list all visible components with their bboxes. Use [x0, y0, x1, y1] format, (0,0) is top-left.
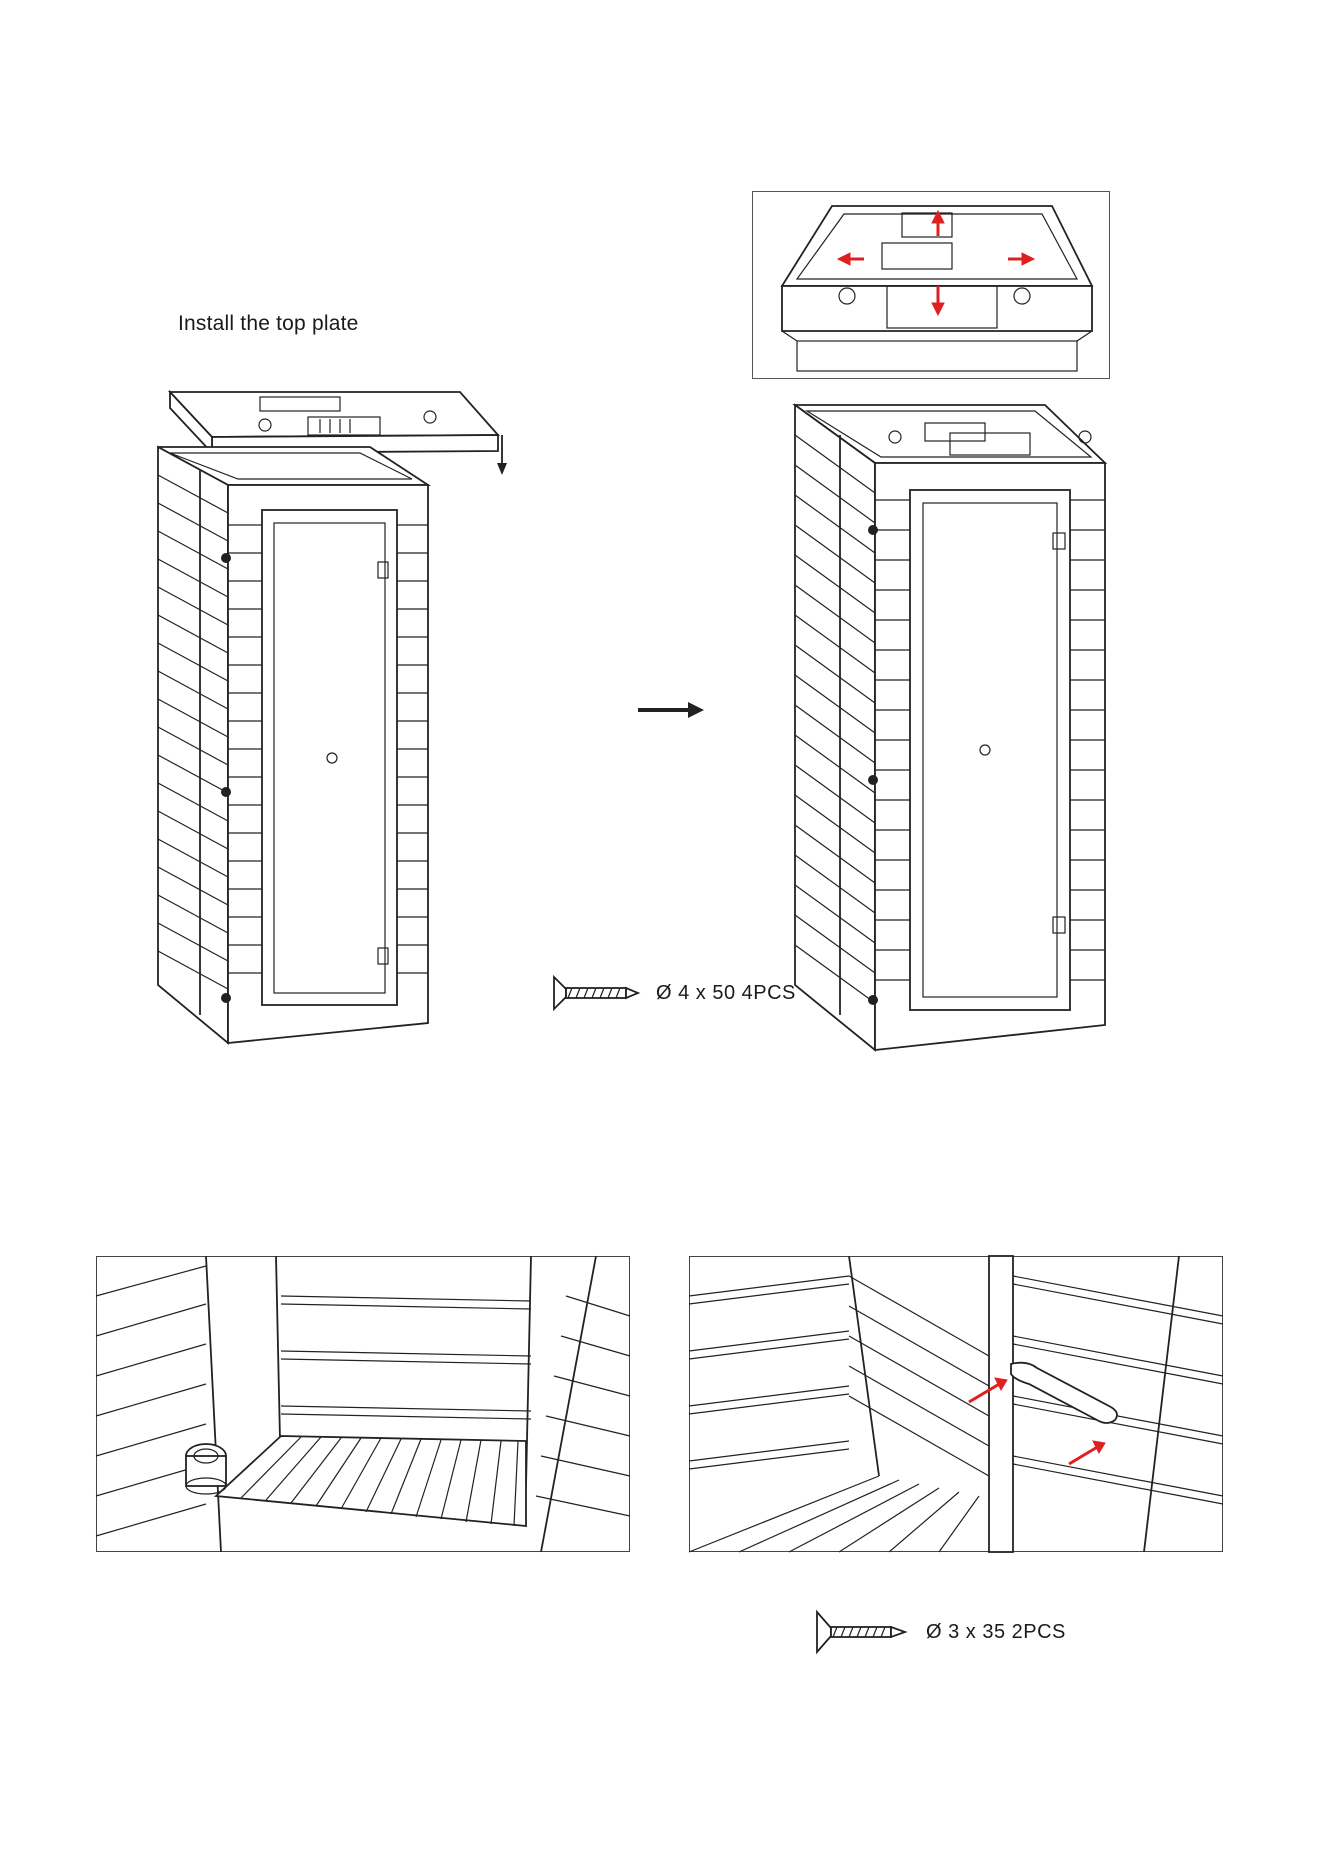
cabinet-after-diagram: [785, 375, 1185, 1065]
cabinet-before-diagram: [150, 375, 530, 1075]
handle-detail-panel: [689, 1256, 1223, 1552]
bench-detail-panel: [96, 1256, 630, 1552]
screw-spec-label: Ø 3 x 35 2PCS: [926, 1621, 1066, 1644]
screw-icon: [815, 1610, 910, 1654]
right-arrow-icon: [636, 700, 706, 720]
screw-icon: [552, 975, 642, 1011]
top-plate-floating: [170, 392, 498, 453]
top-plate-detail-inset: [752, 191, 1110, 379]
cup-holder: [186, 1444, 226, 1494]
step-instruction: Install the top plate: [178, 312, 359, 336]
screw-spec-label: Ø 4 x 50 4PCS: [656, 982, 796, 1005]
